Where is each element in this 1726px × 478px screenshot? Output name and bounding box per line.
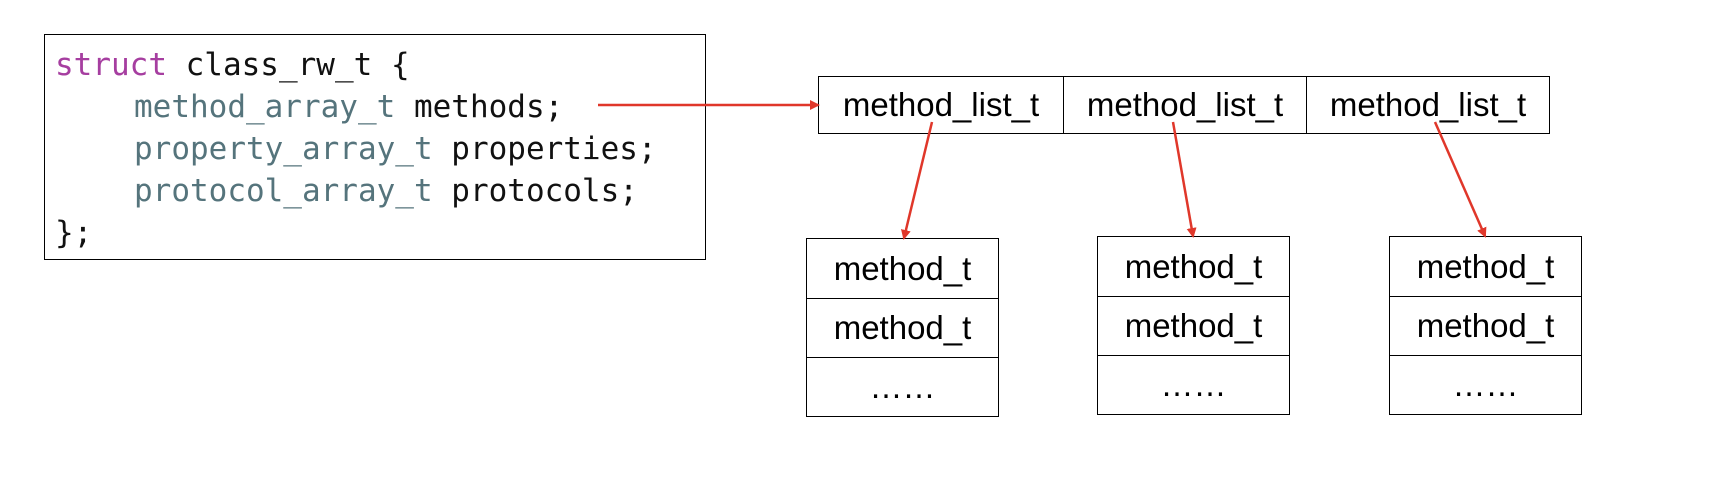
method-table-3: method_t method_t …… <box>1389 236 1582 415</box>
struct-name: class_rw_t { <box>166 47 410 83</box>
method-table-ellipsis: …… <box>1390 355 1581 414</box>
code-line-protocols: protocol_array_t protocols; <box>55 169 638 213</box>
method-table-ellipsis: …… <box>807 357 998 416</box>
method-list-cell: method_list_t <box>1063 77 1306 133</box>
methods-member: methods; <box>395 89 564 125</box>
list-1-to-table-1-arrow <box>901 121 934 240</box>
properties-member: properties; <box>432 131 657 167</box>
struct-keyword: struct <box>55 47 167 83</box>
method-table-row: method_t <box>1098 296 1289 355</box>
method-table-row: method_t <box>1124 247 1263 285</box>
struct-close: }; <box>55 215 93 251</box>
method-table-1: method_t method_t …… <box>806 238 999 417</box>
code-line-properties: property_array_t properties; <box>55 127 657 171</box>
method-table-2: method_t method_t …… <box>1097 236 1290 415</box>
property-array-type: property_array_t <box>134 131 433 167</box>
method-table-row: method_t <box>807 298 998 357</box>
method-list-cell: method_list_t <box>842 86 1040 123</box>
method-array-type: method_array_t <box>134 89 396 125</box>
method-table-row: method_t <box>1390 296 1581 355</box>
method-table-row: method_t <box>833 249 972 287</box>
protocols-member: protocols; <box>432 173 638 209</box>
code-line-methods: method_array_t methods; <box>55 85 563 129</box>
protocol-array-type: protocol_array_t <box>134 173 433 209</box>
list-2-to-table-2-arrow <box>1171 121 1197 238</box>
class-rw-t-code-box: struct class_rw_t { method_array_t metho… <box>44 34 706 260</box>
method-list-array: method_list_t method_list_t method_list_… <box>818 76 1550 134</box>
method-table-row: method_t <box>1416 247 1555 285</box>
code-line-close: }; <box>55 211 92 255</box>
method-table-ellipsis: …… <box>1098 355 1289 414</box>
list-3-to-table-3-arrow <box>1433 121 1487 238</box>
method-list-cell: method_list_t <box>1306 77 1549 133</box>
code-line-struct: struct class_rw_t { <box>55 43 410 87</box>
